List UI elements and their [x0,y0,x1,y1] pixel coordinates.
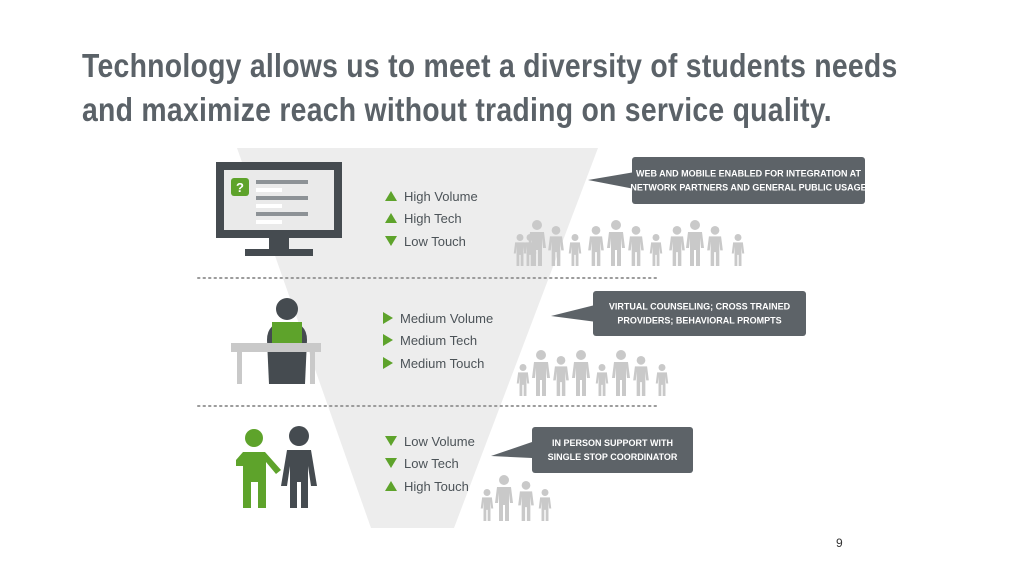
person-figure-icon [513,234,527,266]
callout-bubble: WEB AND MOBILE ENABLED FOR INTEGRATION A… [588,157,867,204]
svg-text:?: ? [236,180,244,195]
arrow-down-icon [385,458,397,468]
slide-title-line-1: Technology allows us to meet a diversity… [82,47,898,84]
tier-indicator-label: Low Tech [404,456,459,471]
slide-title-line-2: and maximize reach without trading on se… [82,91,832,128]
callout-text-line: PROVIDERS; BEHAVIORAL PROMPTS [617,316,781,326]
person-figure-icon [553,356,569,396]
callout-bubble: VIRTUAL COUNSELING; CROSS TRAINED PROVIDE… [551,291,806,336]
callout-text-line: NETWORK PARTNERS AND GENERAL PUBLIC USAG… [630,183,866,193]
person-figure-icon [495,475,513,521]
person-figure-icon [607,220,625,266]
person-figure-icon [707,226,723,266]
person-at-laptop-icon [231,298,321,384]
callout-bubble: IN PERSON SUPPORT WITH SINGLE STOP COORDI… [491,427,693,473]
arrow-down-icon [385,236,397,246]
tier-indicator-label: Medium Volume [400,311,493,326]
person-figure-icon [612,350,630,396]
person-figure-icon [572,350,590,396]
arrow-down-icon [385,436,397,446]
arrow-right-icon [383,334,393,346]
person-figure-icon [588,226,604,266]
person-figure-icon [548,226,564,266]
page-number: 9 [836,536,843,550]
tier-indicator-label: High Volume [404,189,478,204]
person-figure-icon [516,364,530,396]
tier-indicator-label: High Tech [404,211,462,226]
person-figure-icon [669,226,685,266]
arrow-up-icon [385,213,397,223]
arrow-up-icon [385,191,397,201]
callout-text-line: VIRTUAL COUNSELING; CROSS TRAINED [609,302,791,312]
funnel-shape [237,148,598,528]
tier-indicator-label: High Touch [404,479,469,494]
person-figure-icon [538,489,552,521]
tier-indicator-label: Low Touch [404,234,466,249]
arrow-up-icon [385,481,397,491]
callout-pointer [491,442,532,458]
arrow-right-icon [383,357,393,369]
callout-text-line: IN PERSON SUPPORT WITH [552,438,673,448]
tier-indicator-label: Low Volume [404,434,475,449]
person-figure-icon [686,220,704,266]
person-figure-icon [628,226,644,266]
person-figure-icon [731,234,745,266]
callout-text-line: SINGLE STOP COORDINATOR [548,452,678,462]
slide-title: Technology allows us to meet a diversity… [82,44,898,132]
callout-text-line: WEB AND MOBILE ENABLED FOR INTEGRATION A… [636,169,861,179]
callout-pointer [588,172,632,189]
person-figure-icon [532,350,550,396]
callout-box [532,427,693,473]
two-people-icon [236,426,317,508]
person-figure-icon [523,234,537,266]
tier-indicator-label: Medium Tech [400,333,477,348]
person-figure-icon [480,489,494,521]
arrow-right-icon [383,312,393,324]
person-figure-icon [655,364,669,396]
person-figure-icon [518,481,534,521]
callout-box [593,291,806,336]
tier-indicator-label: Medium Touch [400,356,484,371]
computer-monitor-icon: ? [216,162,342,256]
person-figure-icon [595,364,609,396]
person-figure-icon [568,234,582,266]
callout-pointer [551,305,593,322]
callout-box [632,157,865,204]
person-figure-icon [633,356,649,396]
person-figure-icon [649,234,663,266]
